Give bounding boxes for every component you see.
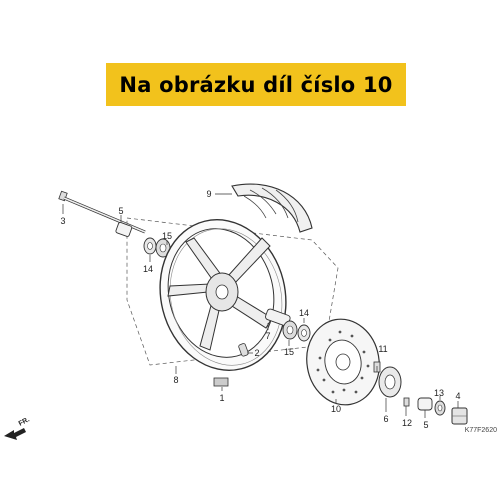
part-label: 13 [434,388,444,398]
screw [403,397,410,407]
part-label: 4 [455,391,460,401]
part-label: 14 [299,308,309,318]
part-label: 6 [383,414,388,424]
part-label: 5 [118,206,123,216]
bearing-right [282,320,298,340]
part-label: 10 [331,404,341,414]
part-label: 1 [219,393,224,403]
part-label: 9 [206,189,211,199]
balance-weight [213,377,229,387]
part-label: 7 [265,331,270,341]
part-label: 15 [162,231,172,241]
front-direction-arrow-icon [4,428,26,440]
front-wheel [159,219,287,371]
collar-right [417,397,433,411]
oil-seal-right [297,324,311,342]
oil-seal-left [143,237,157,255]
part-label: 12 [402,418,412,428]
axle-bolt [58,190,146,234]
part-label: 8 [173,375,178,385]
part-label: 11 [378,344,387,354]
diagram-code: K77F2620 [465,427,497,434]
part-number-banner: Na obrázku díl číslo 10 [106,63,406,106]
brake-disc [306,318,380,406]
tire [231,183,313,233]
air-valve [238,343,249,357]
pulser-ring [378,366,402,398]
part-label: 15 [284,347,294,357]
bearing-left [155,238,171,258]
collar-left [115,222,133,237]
part-label: 14 [143,264,153,274]
dust-seal [434,400,446,416]
axle-nut [451,407,468,425]
leader-lines [62,193,459,418]
part-label: 2 [254,348,259,358]
part-label: 5 [423,420,428,430]
part-label: 3 [60,216,65,226]
direction-label: FR. [18,416,31,428]
banner-text: Na obrázku díl číslo 10 [119,72,393,97]
